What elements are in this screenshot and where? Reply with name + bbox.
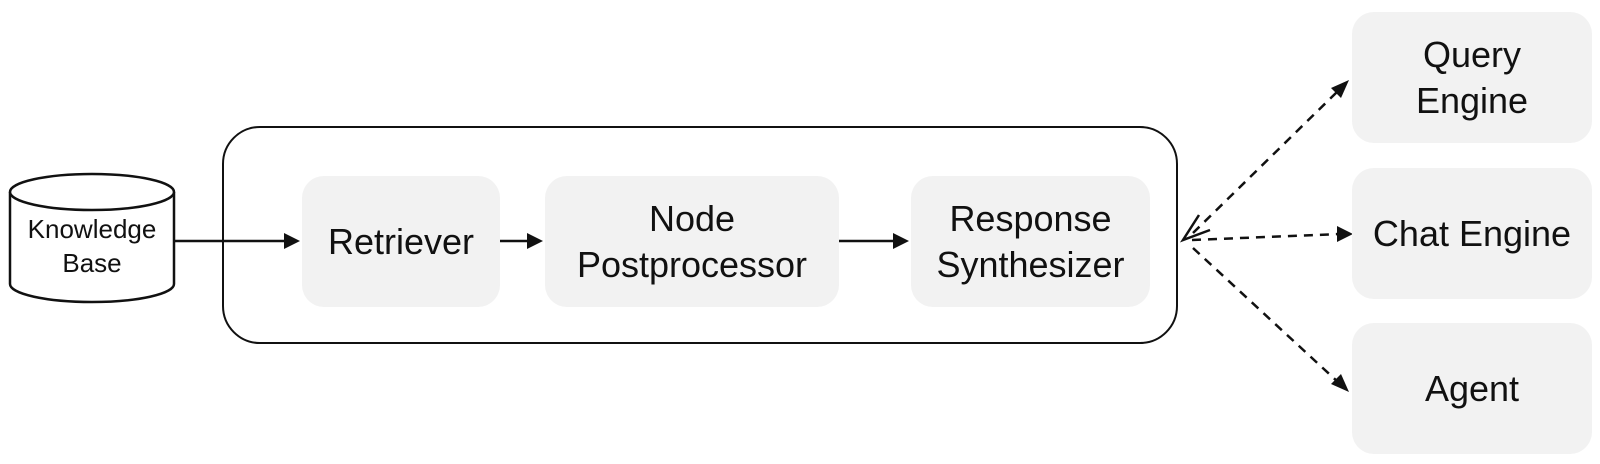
retriever-box: Retriever bbox=[302, 176, 500, 307]
pipeline-container bbox=[222, 126, 1178, 344]
chat-engine-box: Chat Engine bbox=[1352, 168, 1592, 299]
dashed-arrow-to-query-engine bbox=[1179, 80, 1349, 243]
response-synthesizer-label-line1: Response bbox=[949, 197, 1112, 239]
knowledge-base-label-line2: Base bbox=[62, 248, 122, 278]
query-engine-label-line2: Engine bbox=[1415, 79, 1529, 121]
response-synthesizer-box: Response Synthesizer bbox=[911, 176, 1150, 307]
knowledge-base-label: Knowledge Base bbox=[10, 212, 174, 280]
knowledge-base-cylinder-icon bbox=[8, 172, 176, 304]
query-engine-label-line1: Query bbox=[1422, 33, 1522, 75]
dashed-arrow-to-agent bbox=[1192, 247, 1349, 392]
agent-box: Agent bbox=[1352, 323, 1592, 454]
query-engine-box: Query Engine bbox=[1352, 12, 1592, 143]
arrow-postprocessor-to-synthesizer bbox=[839, 233, 909, 249]
agent-label: Agent bbox=[1424, 367, 1520, 409]
chat-engine-label: Chat Engine bbox=[1372, 212, 1572, 254]
arrow-retriever-to-postprocessor bbox=[500, 233, 543, 249]
node-postprocessor-label-line2: Postprocessor bbox=[576, 243, 808, 285]
response-synthesizer-label-line2: Synthesizer bbox=[936, 243, 1125, 285]
knowledge-base-label-line1: Knowledge bbox=[27, 214, 157, 244]
arrow-kb-to-retriever bbox=[174, 233, 300, 249]
retriever-label: Retriever bbox=[327, 220, 475, 262]
node-postprocessor-box: Node Postprocessor bbox=[545, 176, 839, 307]
node-postprocessor-label-line1: Node bbox=[648, 197, 736, 239]
dashed-arrow-to-chat-engine bbox=[1191, 226, 1353, 242]
